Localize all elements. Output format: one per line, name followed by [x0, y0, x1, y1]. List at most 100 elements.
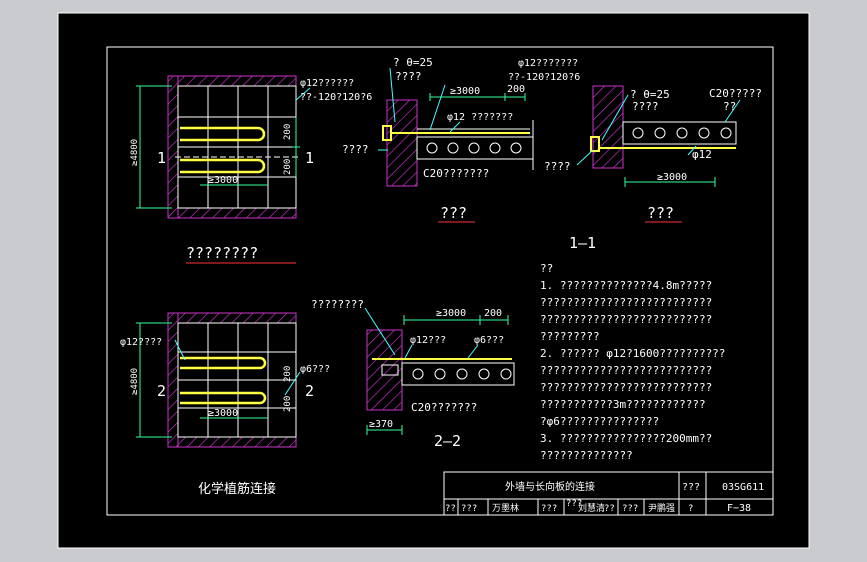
- title-block-atlas-no: 03SG611: [722, 482, 764, 493]
- tb-row2-0: ??: [445, 504, 456, 514]
- dim-length-3000: ≥3000: [208, 175, 238, 186]
- dim-height-4800: ≥4800: [130, 368, 140, 395]
- dims: [429, 93, 526, 101]
- note-line-4: ?????????: [540, 330, 600, 343]
- tb-row2-6: ??: [604, 504, 615, 514]
- general-notes: ?? 1. ??????????????4.8m????? ??????????…: [540, 262, 725, 462]
- hollow-slab: [401, 362, 515, 386]
- section-title-2-2: 2—2: [434, 432, 461, 450]
- dim-3000: ≥3000: [436, 308, 466, 319]
- note-line-3: ??????????????????????????: [540, 313, 712, 326]
- dim-vertical-4800: [136, 322, 172, 438]
- angle-note-2: ????: [395, 70, 422, 83]
- anchor-block: [381, 364, 399, 376]
- dim-370: ≥370: [369, 419, 393, 430]
- rebar-lines: [180, 356, 267, 405]
- detail-plan-bottom-left: φ12???? φ6??? ≥4800 ≥3000 200 200 2 2 化学…: [120, 312, 330, 497]
- detail-section-bottom-middle: ???????? ≥3000 200 φ12??? φ6??? C20?????…: [311, 298, 515, 450]
- tb-row2-4: ???: [566, 499, 582, 509]
- title-block-title: 外墙与长向板的连接: [505, 480, 595, 493]
- rebar-note-1: φ12???????: [518, 58, 578, 69]
- note-line-6: ??????????????????????????: [540, 364, 712, 377]
- wall-hatch: [366, 329, 403, 411]
- note-line-9: ?φ6???????????????: [540, 415, 659, 428]
- section-mark-right: 2: [305, 382, 314, 400]
- dim-200: 200: [507, 84, 525, 95]
- left-note: ????: [342, 143, 369, 156]
- dims: [366, 315, 509, 435]
- sheet-outer-frame: [57, 12, 810, 549]
- tb-row2-8: 尹鹏强: [648, 502, 675, 514]
- wall-hatch: [386, 99, 418, 187]
- section-mark-left: 1: [157, 149, 166, 167]
- slab-grid: [177, 322, 297, 438]
- note-line-10: 3. ????????????????200mm??: [540, 432, 712, 445]
- rebar-12-note: φ12 ???????: [447, 112, 513, 123]
- dim-200-a: 200: [283, 124, 293, 140]
- note-line-5: 2. ?????? φ12?1600??????????: [540, 347, 725, 360]
- concrete-note: C20?????: [709, 87, 762, 100]
- detail-section-top-middle: ? θ=25 ???? φ12??????? ??-120?120?6 ≥300…: [342, 56, 580, 223]
- rebar-note-1: φ12??????: [300, 78, 354, 89]
- tb-row2-5: 刘慧清: [578, 502, 605, 514]
- rebar-6-note: φ6???: [300, 364, 330, 375]
- wall-hatch: [592, 85, 624, 169]
- notes-heading: ??: [540, 262, 553, 275]
- wall-hatch-left: [167, 75, 179, 219]
- rebar-6-note: φ6???: [474, 335, 504, 346]
- dim-200-a: 200: [283, 366, 293, 382]
- note-line-8: ???????????3m????????????: [540, 398, 706, 411]
- rebar-lines: [180, 126, 266, 174]
- section-mark-left: 2: [157, 382, 166, 400]
- concrete-note-2: ??: [723, 100, 736, 113]
- leaders: [378, 67, 461, 151]
- note-line-2: ??????????????????????????: [540, 296, 712, 309]
- leader-rebar-6: [284, 371, 301, 396]
- dim-height-4800: ≥4800: [130, 139, 140, 166]
- dims: [624, 177, 716, 187]
- caption-plan-top: ????????: [186, 244, 258, 262]
- leader-rebar-note: [295, 87, 311, 101]
- angle-note: ? θ=25: [630, 88, 670, 101]
- title-block-atlas-label: ???: [682, 482, 700, 493]
- dim-length-3000: ≥3000: [208, 408, 238, 419]
- title-block-page-no: F−38: [727, 503, 751, 514]
- section-title-1-1: 1—1: [569, 234, 596, 252]
- rebar-note: φ12????: [120, 337, 162, 348]
- caption-chemical-anchor: 化学植筋连接: [198, 481, 276, 497]
- tb-row2-2: 万墨林: [492, 502, 519, 514]
- rebar-12-note: φ12???: [410, 335, 446, 346]
- angle-note-2: ????: [632, 100, 659, 113]
- caption-right: ???: [647, 204, 674, 222]
- detail-plan-top-left: φ12?????? ??-120?120?6 200 200 ≥4800 ≥30…: [130, 75, 372, 264]
- leaders: [576, 94, 741, 166]
- concrete-note: C20???????: [411, 401, 477, 414]
- tb-row2-9: ?: [688, 504, 693, 514]
- angle-note: ? θ=25: [393, 56, 433, 69]
- dim-200-b: 200: [283, 159, 293, 175]
- hollow-slab: [622, 121, 737, 145]
- wall-hatch-top: [177, 75, 297, 87]
- tb-row2-1: ???: [461, 504, 477, 514]
- anchor-plate: [590, 136, 600, 152]
- rebar-note-2: ??-120?120?6: [508, 72, 580, 83]
- leaders: [364, 307, 479, 359]
- detail-section-top-right: ? θ=25 ???? C20????? ?? ???? φ12 ≥3000 ?…: [544, 85, 762, 252]
- left-note: ????: [544, 160, 571, 173]
- dim-200-b: 200: [283, 396, 293, 412]
- wall-hatch-bottom: [177, 436, 297, 448]
- dim-3000: ≥3000: [657, 172, 687, 183]
- note-line-7: ??????????????????????????: [540, 381, 712, 394]
- dim-3000: ≥3000: [450, 86, 480, 97]
- dim-200: [292, 117, 300, 177]
- caption-middle: ???: [440, 204, 467, 222]
- note-line-1: 1. ??????????????4.8m?????: [540, 279, 712, 292]
- wall-hatch-left: [167, 312, 179, 448]
- leader-rebar-12: [174, 339, 186, 361]
- dim-vertical-4800: [136, 85, 172, 209]
- title-block: [443, 471, 774, 516]
- tb-row2-3: ???: [541, 504, 557, 514]
- wall-hatch-bottom: [177, 207, 297, 219]
- dim-200: 200: [484, 308, 502, 319]
